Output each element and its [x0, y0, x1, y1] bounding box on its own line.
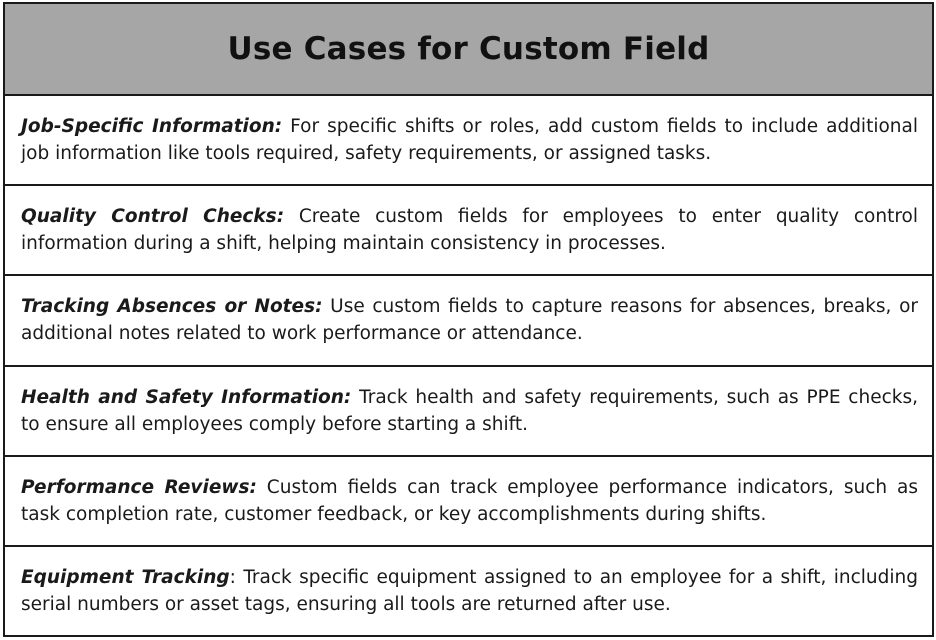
row-description: Track health and safety requirements, su…: [21, 386, 918, 435]
row-text: Job-Specific Information: For specific s…: [21, 113, 918, 167]
row-term: Job-Specific Information:: [21, 116, 283, 138]
row-description: For specific shifts or roles, add custom…: [21, 116, 918, 165]
row-term: Health and Safety Information:: [21, 386, 352, 408]
row-text: Quality Control Checks: Create custom fi…: [21, 203, 918, 257]
row-text: Health and Safety Information: Track hea…: [21, 384, 918, 438]
table-header: Use Cases for Custom Field: [5, 4, 932, 96]
row-term: Performance Reviews:: [21, 476, 257, 498]
row-text: Tracking Absences or Notes: Use custom f…: [21, 293, 918, 347]
table-row: Job-Specific Information: For specific s…: [5, 96, 932, 187]
row-term: Quality Control Checks:: [21, 206, 285, 228]
page-title: Use Cases for Custom Field: [227, 31, 710, 67]
table-row: Tracking Absences or Notes: Use custom f…: [5, 276, 932, 367]
row-description: Use custom fields to capture reasons for…: [21, 296, 919, 345]
row-description: Create custom fields for employees to en…: [21, 206, 919, 255]
row-term: Tracking Absences or Notes:: [21, 296, 323, 318]
use-cases-table: Use Cases for Custom Field Job-Specific …: [3, 2, 934, 637]
row-text: Equipment Tracking: Track specific equip…: [21, 564, 918, 618]
table-row: Quality Control Checks: Create custom fi…: [5, 186, 932, 277]
table-row: Equipment Tracking: Track specific equip…: [5, 547, 932, 635]
row-description: Custom fields can track employee perform…: [21, 476, 918, 525]
row-text: Performance Reviews: Custom fields can t…: [21, 474, 918, 528]
row-term: Equipment Tracking: [21, 566, 230, 588]
table-row: Performance Reviews: Custom fields can t…: [5, 457, 932, 547]
table-row: Health and Safety Information: Track hea…: [5, 367, 932, 457]
row-description: : Track specific equipment assigned to a…: [21, 566, 918, 615]
